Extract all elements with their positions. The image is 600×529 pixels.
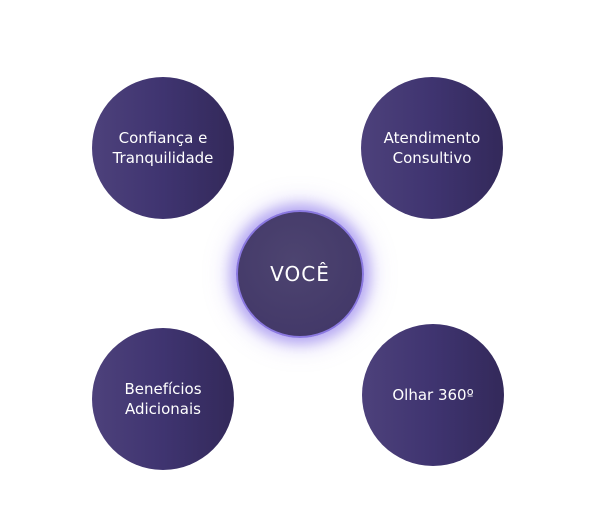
- node-label: Atendimento Consultivo: [383, 129, 481, 167]
- node-label: Benefícios Adicionais: [124, 380, 202, 418]
- center-node-voce: VOCÊ: [236, 210, 364, 338]
- center-label: VOCÊ: [270, 262, 330, 286]
- node-confianca-tranquilidade: Confiança e Tranquilidade: [92, 77, 234, 219]
- node-atendimento-consultivo: Atendimento Consultivo: [361, 77, 503, 219]
- node-olhar-360: Olhar 360º: [362, 324, 504, 466]
- node-beneficios-adicionais: Benefícios Adicionais: [92, 328, 234, 470]
- node-label: Olhar 360º: [392, 386, 474, 404]
- node-label: Confiança e Tranquilidade: [112, 129, 214, 167]
